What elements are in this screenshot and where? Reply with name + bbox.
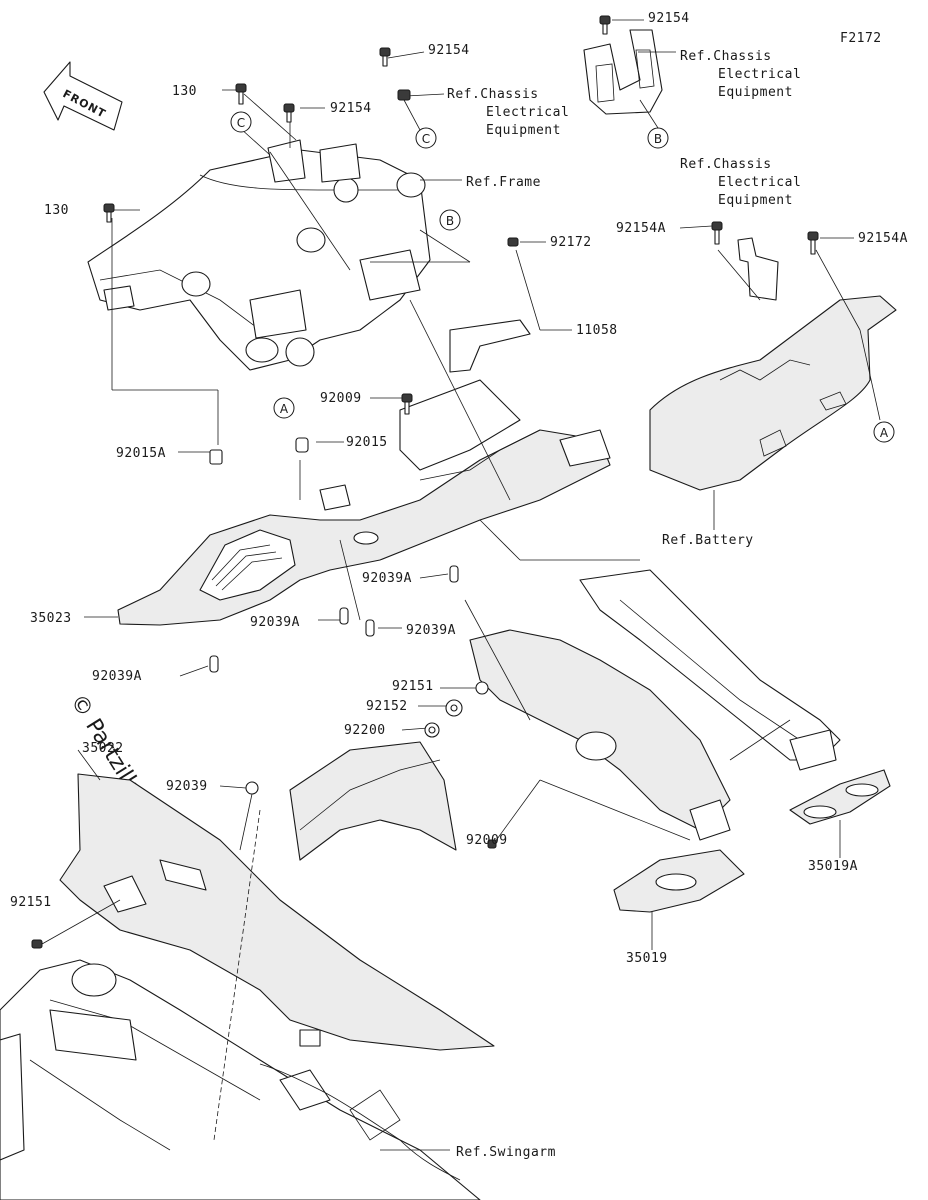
label-92154-left: 92154 — [330, 101, 372, 116]
label-35023: 35023 — [30, 611, 72, 626]
label-ref-chassis-2-line1: Ref.Chassis — [447, 87, 539, 102]
ref-a-right: A — [880, 426, 889, 440]
label-11058: 11058 — [576, 323, 618, 338]
washer-nut-group — [424, 681, 497, 849]
label-130-top: 130 — [172, 84, 197, 99]
label-ref-chassis-3-line1: Ref.Chassis — [680, 157, 772, 172]
side-cover-assembly — [469, 569, 891, 913]
label-92200: 92200 — [344, 723, 386, 738]
label-ref-chassis-1-line1: Ref.Chassis — [680, 49, 772, 64]
ref-b-mid: B — [446, 214, 454, 228]
label-ref-chassis-1-line3: Equipment — [718, 85, 793, 100]
front-direction-arrow: FRONT — [43, 61, 123, 131]
rear-fender-35023 — [117, 379, 611, 626]
label-ref-battery: Ref.Battery — [662, 533, 754, 548]
label-ref-frame: Ref.Frame — [466, 175, 541, 190]
label-ref-chassis-2-line2: Electrical — [486, 105, 569, 120]
label-92009-top: 92009 — [320, 391, 362, 406]
label-ref-chassis-2-line3: Equipment — [486, 123, 561, 138]
label-92154-mid: 92154 — [428, 43, 470, 58]
label-ref-chassis-1-line2: Electrical — [718, 67, 801, 82]
electrical-bracket-top — [583, 19, 676, 129]
bracket-11058 — [449, 237, 572, 373]
fender-fasteners — [84, 393, 459, 677]
label-92152: 92152 — [366, 699, 408, 714]
battery-cover — [649, 221, 897, 530]
label-35022: 35022 — [82, 741, 124, 756]
ref-c-top: C — [237, 116, 245, 130]
label-ref-chassis-3-line2: Electrical — [718, 175, 801, 190]
diagram-code: F2172 — [840, 31, 882, 46]
ref-a-left: A — [280, 402, 289, 416]
label-92039: 92039 — [166, 779, 208, 794]
label-92151-left: 92151 — [10, 895, 52, 910]
label-130-left: 130 — [44, 203, 69, 218]
center-leader-lines — [401, 299, 841, 950]
label-92009-bottom: 92009 — [466, 833, 508, 848]
label-35019: 35019 — [626, 951, 668, 966]
label-92154-top: 92154 — [648, 11, 690, 26]
frame-assembly — [87, 139, 431, 371]
fasteners-top — [103, 15, 611, 223]
ref-b-top: B — [654, 132, 662, 146]
label-92039A-3: 92039A — [406, 623, 456, 638]
label-92172: 92172 — [550, 235, 592, 250]
label-92151-top: 92151 — [392, 679, 434, 694]
label-ref-chassis-3-line3: Equipment — [718, 193, 793, 208]
label-92154A-right: 92154A — [858, 231, 908, 246]
label-35019A: 35019A — [808, 859, 858, 874]
label-92039A-1: 92039A — [362, 571, 412, 586]
label-ref-swingarm: Ref.Swingarm — [456, 1145, 556, 1160]
rear-fender-35022 — [31, 741, 495, 1051]
swingarm-reference — [0, 809, 481, 1200]
label-92154A-left: 92154A — [616, 221, 666, 236]
label-92015A: 92015A — [116, 446, 166, 461]
ref-c-top-2: C — [422, 132, 430, 146]
label-92015: 92015 — [346, 435, 388, 450]
label-92039A-2: 92039A — [250, 615, 300, 630]
label-92039A-4: 92039A — [92, 669, 142, 684]
circle-references: C C B B A A — [230, 111, 895, 443]
part-labels: 92154 92154 92154 130 130 Ref.Chassis El… — [10, 11, 908, 1160]
